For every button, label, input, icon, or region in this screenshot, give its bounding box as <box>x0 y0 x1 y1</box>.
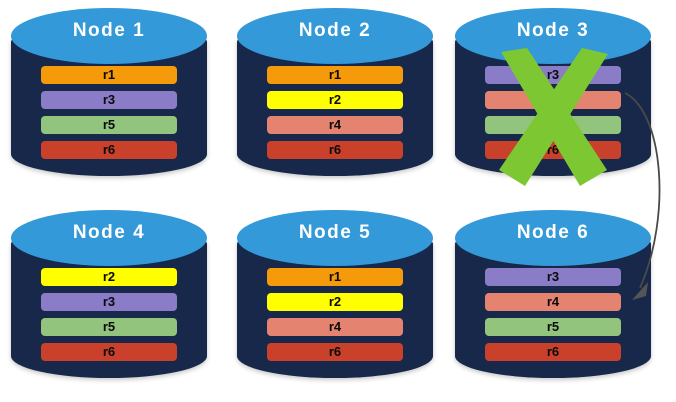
replica-list: r2 r3 r5 r6 <box>11 268 207 368</box>
replica-list: r3 r4 r5 r6 <box>455 66 651 166</box>
replica-list: r1 r2 r4 r6 <box>237 268 433 368</box>
node-label: Node 6 <box>516 222 590 243</box>
node-label: Node 4 <box>72 222 146 243</box>
node-label: Node 3 <box>516 20 590 41</box>
replica-bar[interactable]: r5 <box>485 116 621 134</box>
replica-bar[interactable]: r4 <box>267 318 403 336</box>
cylinder-top-ellipse <box>455 210 651 266</box>
replica-bar[interactable]: r3 <box>41 293 177 311</box>
replica-bar[interactable]: r5 <box>41 116 177 134</box>
replica-bar[interactable]: r1 <box>41 66 177 84</box>
cylinder-top-ellipse <box>11 210 207 266</box>
replica-bar[interactable]: r2 <box>41 268 177 286</box>
replica-list: r1 r3 r5 r6 <box>11 66 207 166</box>
db-node-5[interactable]: Node 5 r1 r2 r4 r6 <box>237 210 433 388</box>
node-label: Node 1 <box>72 20 146 41</box>
replica-bar[interactable]: r4 <box>485 293 621 311</box>
db-node-2[interactable]: Node 2 r1 r2 r4 r6 <box>237 8 433 186</box>
db-node-4[interactable]: Node 4 r2 r3 r5 r6 <box>11 210 207 388</box>
db-node-1[interactable]: Node 1 r1 r3 r5 r6 <box>11 8 207 186</box>
replica-bar[interactable]: r3 <box>485 268 621 286</box>
cylinder-top-ellipse <box>11 8 207 64</box>
replica-bar[interactable]: r6 <box>485 343 621 361</box>
replica-bar[interactable]: r3 <box>41 91 177 109</box>
replica-bar[interactable]: r4 <box>485 91 621 109</box>
db-node-6[interactable]: Node 6 r3 r4 r5 r6 <box>455 210 651 388</box>
replica-bar[interactable]: r5 <box>485 318 621 336</box>
replica-list: r3 r4 r5 r6 <box>455 268 651 368</box>
replica-bar[interactable]: r6 <box>485 141 621 159</box>
cylinder-top-ellipse <box>237 8 433 64</box>
replica-bar[interactable]: r2 <box>267 91 403 109</box>
node-label: Node 5 <box>298 222 372 243</box>
replica-bar[interactable]: r1 <box>267 268 403 286</box>
replica-bar[interactable]: r6 <box>267 343 403 361</box>
db-node-3[interactable]: Node 3 r3 r4 r5 r6 <box>455 8 651 186</box>
replica-list: r1 r2 r4 r6 <box>237 66 433 166</box>
replica-bar[interactable]: r1 <box>267 66 403 84</box>
replica-bar[interactable]: r4 <box>267 116 403 134</box>
cylinder-top-ellipse <box>237 210 433 266</box>
replica-bar[interactable]: r3 <box>485 66 621 84</box>
replica-bar[interactable]: r6 <box>267 141 403 159</box>
replica-bar[interactable]: r2 <box>267 293 403 311</box>
node-label: Node 2 <box>298 20 372 41</box>
replica-bar[interactable]: r6 <box>41 343 177 361</box>
replica-bar[interactable]: r5 <box>41 318 177 336</box>
replica-bar[interactable]: r6 <box>41 141 177 159</box>
